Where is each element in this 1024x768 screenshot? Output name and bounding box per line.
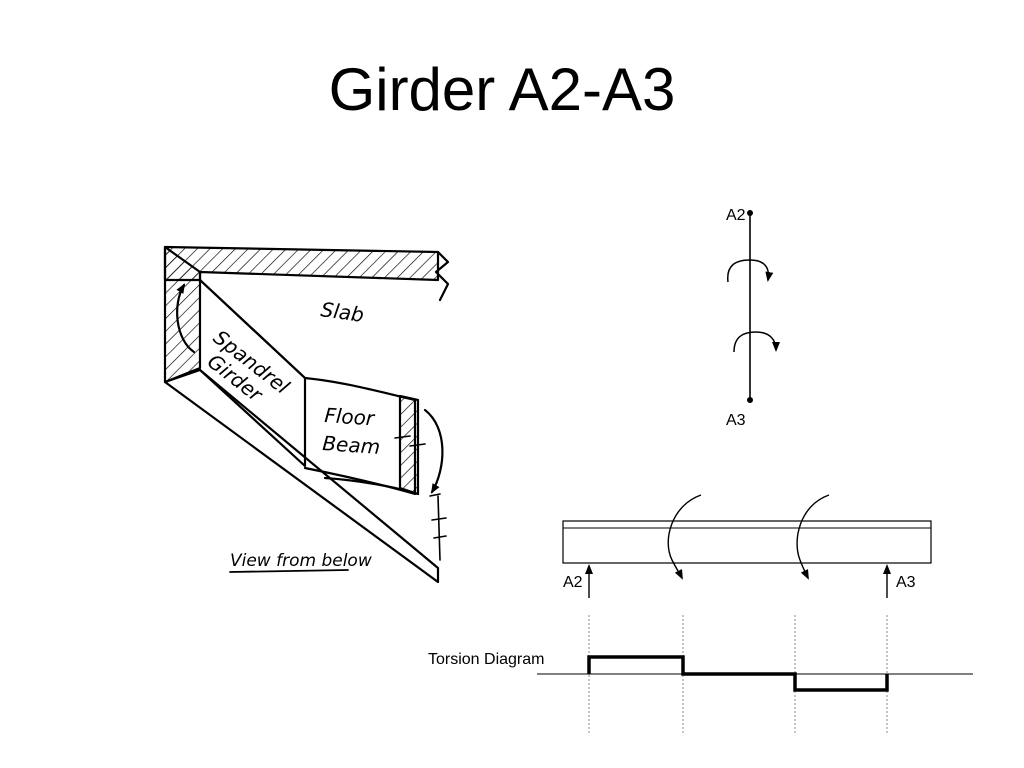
dimension-line: [437, 495, 441, 561]
node-a2-dot: [747, 210, 753, 216]
girder-sketch: [163, 245, 450, 584]
floor-beam-moment-arrow: [423, 408, 444, 494]
spandrel-moment-arrow: [176, 283, 196, 354]
beam-rectangle: [562, 520, 932, 564]
beam-label: Beam: [322, 431, 381, 459]
plan-label-a2: A2: [726, 207, 746, 224]
torsion-step-plot: [587, 655, 889, 692]
torsion-diagram: Torsion Diagram: [428, 615, 973, 735]
plan-label-a3: A3: [726, 412, 746, 429]
slab-break-line: [434, 250, 450, 302]
slab-edge-hatch: [163, 245, 440, 282]
plan-view: A2 A3: [726, 207, 780, 429]
torque-arrow-lower: [733, 331, 780, 353]
torsion-diagram-label: Torsion Diagram: [428, 651, 544, 668]
floor-label: Floor: [324, 403, 377, 431]
spandrel-wall-hatch: [163, 245, 202, 384]
caption-underline: [229, 569, 349, 573]
slide-title: Girder A2-A3: [328, 56, 676, 123]
sketch-labels: Slab Spandrel Girder Floor Beam View fro…: [203, 297, 381, 571]
spandrel-girder-face: [198, 278, 307, 468]
view-caption: View from below: [230, 551, 372, 571]
elevation-view: A2 A3: [562, 494, 932, 598]
girder-side-face: [163, 368, 440, 584]
torque-arrow-left: [667, 494, 702, 580]
elevation-label-a2: A2: [563, 574, 583, 591]
torque-arrow-upper: [727, 259, 774, 283]
node-a3-dot: [747, 397, 753, 403]
torque-arrow-right: [796, 494, 830, 580]
dimension-ticks: [394, 435, 447, 539]
elevation-label-a3: A3: [896, 574, 916, 591]
floor-beam-soffit: [323, 476, 420, 496]
slab-label: Slab: [319, 297, 365, 327]
